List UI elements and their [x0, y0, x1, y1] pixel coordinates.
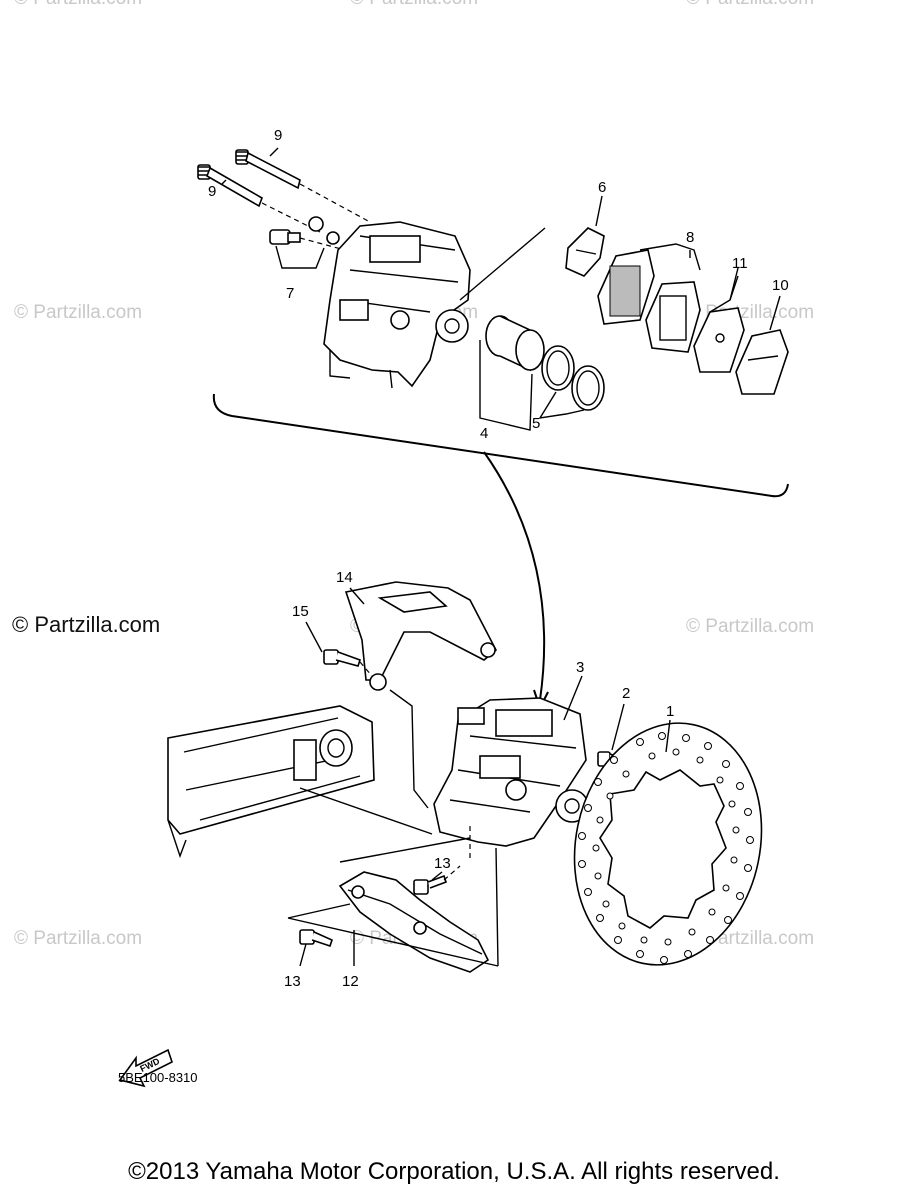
- callout-4: 4: [480, 425, 488, 442]
- pad-spring: [565, 227, 605, 277]
- callout-12: 12: [342, 973, 359, 990]
- caliper-guard: [338, 871, 490, 973]
- watermark: © Partzilla.com: [14, 0, 142, 10]
- brake-disc: [573, 722, 763, 966]
- caliper-pin-upper: [235, 149, 301, 190]
- watermark: © Partzilla.com: [686, 616, 815, 637]
- callout-10: 10: [772, 277, 789, 294]
- callout-8: 8: [686, 229, 694, 246]
- diagram-code: 5BE100-8310: [118, 1070, 198, 1085]
- brake-pad-2: [645, 281, 701, 353]
- watermark: © Partzilla.com: [350, 0, 478, 10]
- piston: [485, 315, 545, 372]
- guard-bolt-lower: [299, 929, 333, 948]
- caliper-bracket: [344, 581, 498, 691]
- callout-15: 15: [292, 603, 309, 620]
- callout-14: 14: [336, 569, 353, 586]
- caliper-body-upper: [323, 221, 471, 389]
- callout-13: 13: [284, 973, 301, 990]
- assembly-bracket: [212, 393, 789, 498]
- swingarm: [167, 705, 375, 859]
- watermark: © Partzilla.com: [14, 928, 143, 949]
- callout-9: 9: [208, 183, 216, 200]
- callout-6: 6: [598, 179, 606, 196]
- pad-shim-10: [735, 329, 789, 395]
- assembly-arrow: [483, 451, 546, 701]
- copyright-notice: ©2013 Yamaha Motor Corporation, U.S.A. A…: [128, 1158, 780, 1185]
- piston-seal: [541, 345, 575, 391]
- callout-13: 13: [434, 855, 451, 872]
- dust-seal: [571, 365, 605, 411]
- pad-shim-11: [693, 307, 745, 373]
- bleed-screw: [269, 216, 340, 245]
- watermark: © Partzilla.com: [686, 0, 814, 10]
- brake-pad-1: [597, 249, 655, 325]
- callout-1: 1: [666, 703, 674, 720]
- callout-7: 7: [286, 285, 294, 302]
- guard-bolt-upper: [413, 874, 448, 895]
- disc-holes: [578, 732, 754, 964]
- callout-5: 5: [532, 415, 540, 432]
- callout-11: 11: [732, 255, 748, 272]
- watermark: © Partzilla.com: [14, 302, 143, 323]
- bracket-bolt: [323, 649, 362, 667]
- caliper-pin-lower: [197, 164, 263, 208]
- caliper-assembly: [433, 697, 589, 847]
- callout-2: 2: [622, 685, 630, 702]
- callout-9: 9: [274, 127, 282, 144]
- watermark-main: © Partzilla.com: [12, 612, 161, 637]
- callout-3: 3: [576, 659, 584, 676]
